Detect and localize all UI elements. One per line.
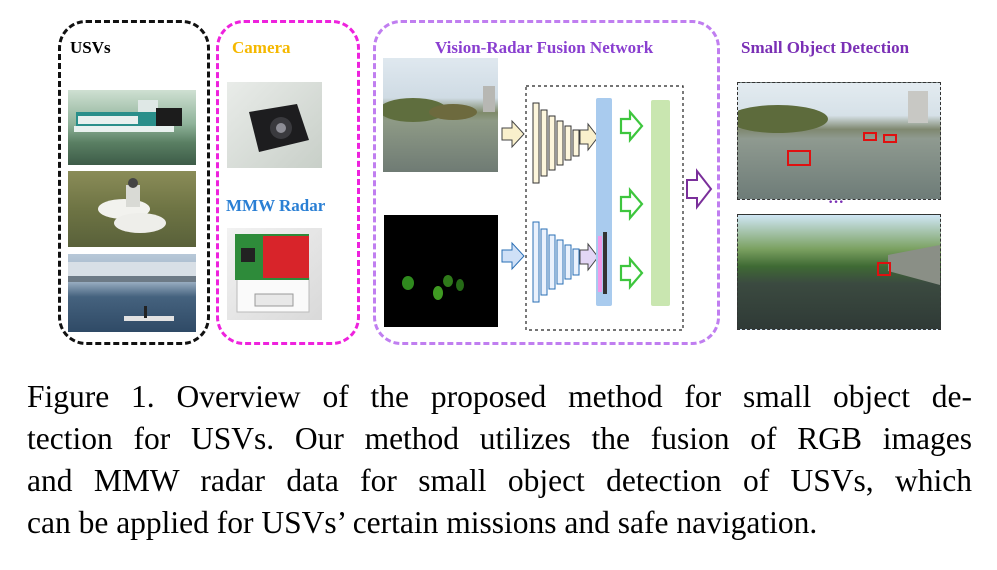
caption-line-3: and MMW radar data for small object dete… — [27, 463, 972, 498]
radar-encoder-layer — [572, 248, 580, 276]
radar-input-arrow — [501, 241, 525, 271]
usv-boat-2-graphic — [98, 178, 166, 233]
radar-encoder-layer — [548, 234, 556, 290]
rgb-encoder-layer — [540, 109, 548, 177]
usv-boat-1-graphic — [74, 100, 182, 132]
green-arrow — [619, 109, 644, 143]
radar-encoder-layer — [532, 221, 540, 303]
rgb-encoder-layer — [532, 102, 540, 184]
camera-device-graphic — [249, 104, 309, 152]
rgb-input-arrow — [501, 119, 525, 149]
usvs-panel — [58, 20, 210, 345]
camera-label: Camera — [232, 38, 291, 57]
sensors-panel — [216, 20, 360, 345]
radar-encoder-arrow — [579, 242, 599, 272]
usvs-label: USVs — [70, 38, 111, 57]
detection-box-1 — [787, 150, 811, 166]
detection-result-1 — [737, 82, 941, 200]
rgb-encoder-layer — [564, 125, 572, 161]
radar-input-image — [384, 215, 498, 327]
caption-line-1: Figure 1. Overview of the proposed metho… — [27, 379, 972, 414]
camera-photo — [227, 82, 322, 168]
rgb-scene-graphic — [383, 86, 495, 122]
rgb-encoder-layer — [548, 115, 556, 171]
radar-point-cloud-graphic — [402, 275, 464, 300]
detection-scene-1-graphic — [738, 91, 928, 166]
rgb-encoder-layer — [556, 120, 564, 166]
network-diagram — [501, 85, 713, 331]
radar-encoder-layer — [556, 239, 564, 285]
radar-encoder — [532, 221, 580, 303]
usv-photo-2 — [68, 171, 196, 247]
fusion-network-panel — [373, 20, 720, 345]
detection-box-4 — [877, 262, 891, 276]
rgb-encoder — [532, 102, 580, 184]
usv-photo-1 — [68, 90, 196, 165]
usv-boat-3-graphic — [68, 262, 196, 321]
detection-label: Small Object Detection — [741, 38, 910, 57]
rgb-input-image — [383, 58, 498, 172]
caption-line-4: can be applied for USVs’ certain mission… — [27, 505, 818, 540]
radar-feature-strip — [598, 236, 602, 292]
more-results-ellipsis: ··· — [828, 194, 845, 211]
detection-box-2 — [863, 132, 877, 141]
green-arrow — [619, 256, 644, 290]
caption-line-2: tection for USVs. Our method utilizes th… — [27, 421, 972, 456]
usv-photo-3 — [68, 254, 196, 332]
radar-encoder-layer — [564, 244, 572, 280]
neck-arrows — [619, 109, 644, 290]
detection-scene-2-graphic — [877, 245, 940, 285]
radar-photo — [227, 228, 322, 320]
network-box — [525, 85, 684, 331]
radar-label: MMW Radar — [226, 196, 326, 215]
detection-box-3 — [883, 134, 897, 143]
output-arrow — [686, 168, 713, 210]
fused-feature-strip — [603, 232, 607, 294]
radar-device-graphic — [235, 234, 310, 313]
detection-head-bar — [651, 100, 670, 306]
fusion-network-label: Vision-Radar Fusion Network — [435, 38, 654, 57]
green-arrow — [619, 187, 644, 221]
figure-caption: Figure 1. Overview of the proposed metho… — [27, 376, 972, 544]
detection-result-2 — [737, 214, 941, 330]
rgb-encoder-layer — [572, 129, 580, 157]
radar-encoder-layer — [540, 228, 548, 296]
rgb-encoder-arrow — [579, 122, 599, 152]
